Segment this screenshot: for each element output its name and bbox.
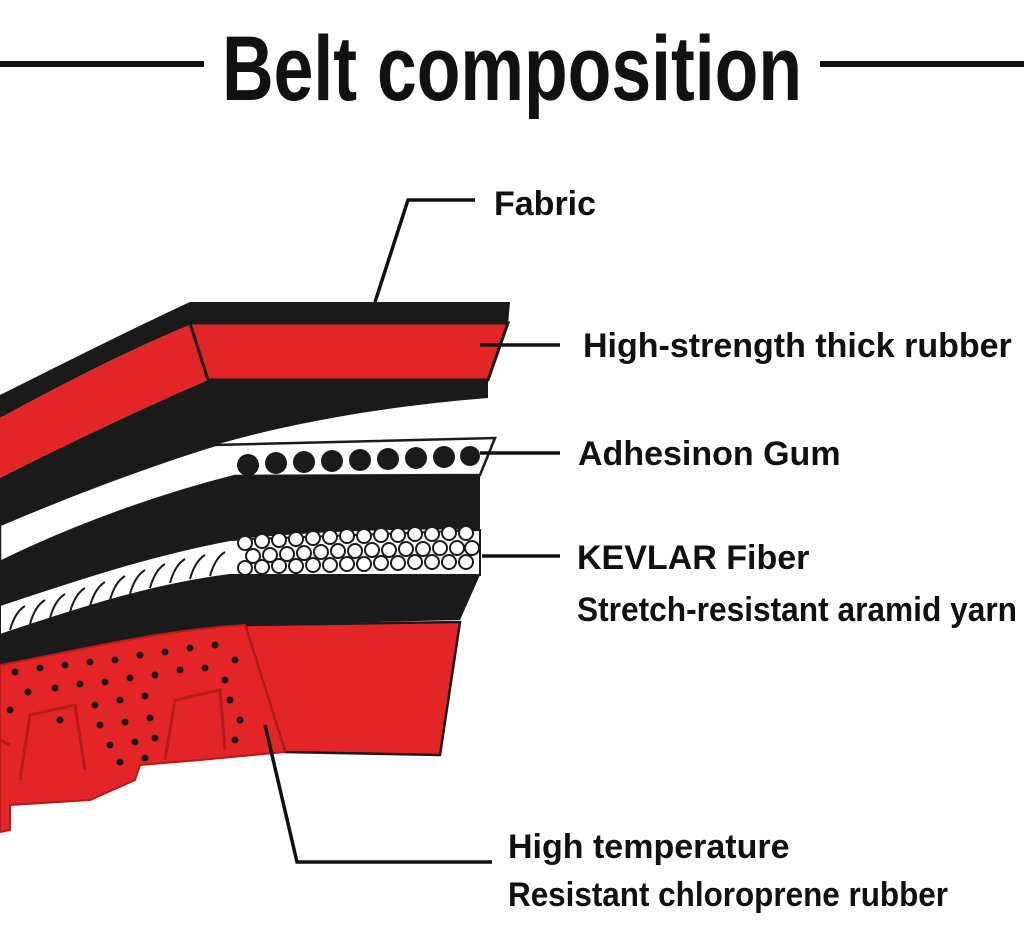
kevlar-strands xyxy=(9,551,226,631)
rubber-label: High-strength thick rubber xyxy=(583,327,1012,365)
thick-rubber-side xyxy=(0,325,208,478)
middle-black-rubber xyxy=(0,475,480,605)
chloroprene-label-line2: Resistant chloroprene rubber xyxy=(508,876,948,914)
chloroprene-base-side xyxy=(0,623,287,834)
chloroprene-label-line1: High temperature xyxy=(508,828,790,866)
fabric-label: Fabric xyxy=(494,185,596,223)
kevlar-label-line1: KEVLAR Fiber xyxy=(577,539,809,577)
chloroprene-fiber-dots xyxy=(6,641,244,766)
kevlar-cords xyxy=(237,525,480,576)
thick-rubber-face xyxy=(187,321,511,382)
cog-teeth xyxy=(0,688,227,781)
diagram-title: Belt composition xyxy=(222,18,802,120)
gum-scallops xyxy=(237,446,480,476)
gum-label: Adhesinon Gum xyxy=(578,435,841,473)
kevlar-label-line2: Stretch-resistant aramid yarn xyxy=(577,591,1017,629)
upper-black-rubber xyxy=(0,380,488,525)
fabric-leader xyxy=(373,198,475,303)
lower-black-rubber xyxy=(0,575,480,665)
chloroprene-leader xyxy=(263,724,492,864)
fabric-layer xyxy=(0,302,510,418)
